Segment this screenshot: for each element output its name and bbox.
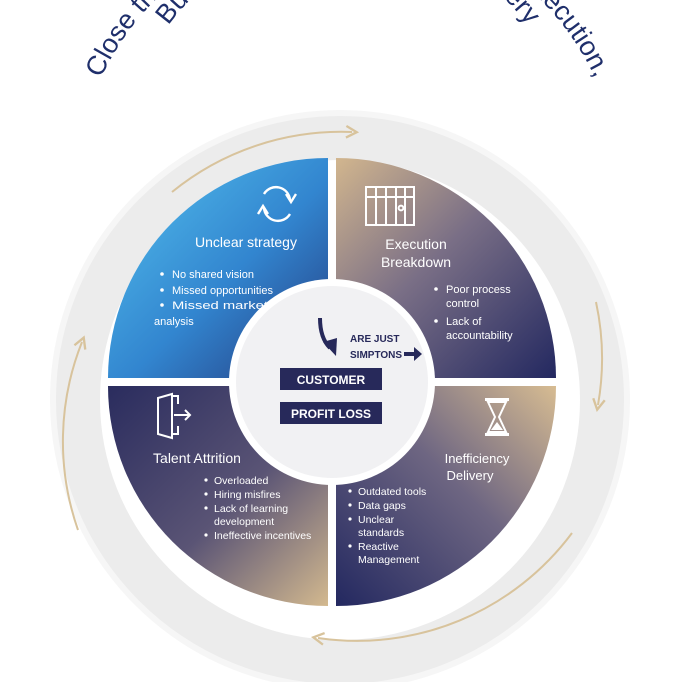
- quadrant-title: Inefficiency: [445, 451, 510, 466]
- quadrant-title: Execution: [385, 236, 446, 252]
- bullet-text: Missed opportunities: [172, 285, 273, 297]
- bullet-text: Reactive: [358, 541, 399, 553]
- inefficiency-delivery-text: Inefficiency Delivery Outdated tools Dat…: [348, 451, 510, 566]
- cycle-arrow-bottom: [318, 532, 573, 641]
- cycle-arrows-icon: [256, 185, 298, 223]
- profit-loss-box-label: PROFIT LOSS: [291, 407, 371, 421]
- quadrant-title: Talent Attrition: [153, 450, 241, 466]
- quadrant-title: Breakdown: [381, 254, 451, 270]
- bullet-text: Missed market: [172, 300, 268, 312]
- bullet-text: development: [214, 516, 274, 528]
- bullet-text: Hiring misfires: [214, 489, 281, 501]
- bullet-text: Unclear: [358, 514, 395, 526]
- bullet-text: Poor process: [446, 284, 511, 296]
- profit-loss-box: [280, 402, 382, 424]
- bullet-text-tail: analysis: [154, 316, 194, 328]
- center-note-line2: SIMPTONS: [350, 350, 402, 361]
- bullet-text: standards: [358, 527, 404, 539]
- bullet-text: Management: [358, 554, 419, 566]
- bullet-text: Lack of: [446, 316, 482, 328]
- right-arrow-icon: [404, 347, 422, 361]
- quadrant-title: Unclear strategy: [195, 234, 297, 250]
- quadrant-title: Delivery: [447, 468, 494, 483]
- customer-box-label: CUSTOMER: [297, 373, 366, 387]
- bullet-text: No shared vision: [172, 269, 254, 281]
- exit-door-icon: [157, 392, 192, 440]
- bullet-text: Lack of learning: [214, 503, 288, 515]
- cycle-arrow-left: [61, 342, 82, 531]
- bullet-text: Overloaded: [214, 475, 268, 487]
- bullet-text: control: [446, 298, 479, 310]
- unclear-strategy-text: Unclear strategy No shared vision Missed…: [154, 234, 297, 328]
- cycle-arrow-right: [596, 301, 602, 405]
- talent-attrition-text: Talent Attrition Overloaded Hiring misfi…: [153, 450, 311, 542]
- jail-bars-icon: [365, 186, 415, 226]
- title-line-2: Build Talent, and Optimize Delivery: [149, 0, 547, 30]
- outer-ring-shadow: [50, 110, 630, 682]
- execution-breakdown-text: Execution Breakdown Poor process control…: [381, 236, 513, 342]
- hourglass-icon: [485, 398, 509, 436]
- bullet-text: accountability: [446, 330, 513, 342]
- bullet-text: Ineffective incentives: [214, 530, 311, 542]
- cycle-arrow-top: [171, 132, 352, 193]
- center-note-line1: ARE JUST: [350, 334, 399, 345]
- bullet-text: Outdated tools: [358, 486, 426, 498]
- bullet-text: Data gaps: [358, 500, 406, 512]
- customer-box: [280, 368, 382, 390]
